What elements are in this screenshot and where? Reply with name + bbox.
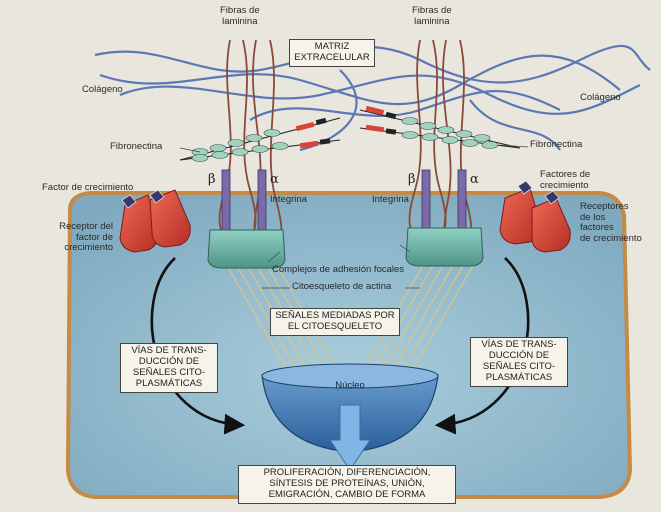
receptor-label-right: Receptores de los factores de crecimient… — [580, 202, 642, 245]
actin-label: Citoesqueleto de actina — [292, 282, 391, 293]
growth-factor-label: Factor de crecimiento — [42, 183, 133, 194]
beta-label-right: β — [408, 172, 416, 187]
growth-factors-label: Factores de crecimiento — [540, 170, 590, 191]
pathways-box-right: VÍAS DE TRANS- DUCCIÓN DE SEÑALES CITO- … — [470, 337, 568, 387]
receptor-label-left: Receptor del factor de crecimiento — [25, 222, 113, 254]
collagen-label-left: Colágeno — [82, 85, 123, 96]
integrin-label-right: Integrina — [372, 195, 409, 206]
cytoskeleton-signals-box: SEÑALES MEDIADAS POR EL CITOESQUELETO — [270, 308, 400, 336]
laminin-label-right: Fibras de laminina — [412, 6, 452, 27]
fibronectin-label-right: Fibronectina — [530, 140, 582, 151]
beta-label-left: β — [208, 172, 216, 187]
focal-adhesion-label: Complejos de adhesión focales — [272, 265, 404, 276]
collagen-label-right: Colágeno — [580, 93, 621, 104]
pathways-box-left: VÍAS DE TRANS- DUCCIÓN DE SEÑALES CITO- … — [120, 343, 218, 393]
laminin-label-left: Fibras de laminina — [220, 6, 260, 27]
nucleus-label: Núcleo — [325, 381, 375, 392]
focal-adhesion-left — [208, 230, 285, 268]
outcomes-box: PROLIFERACIÓN, DIFERENCIACIÓN, SÍNTESIS … — [238, 465, 456, 504]
integrin-label-left: Integrina — [270, 195, 307, 206]
alpha-label-right: α — [470, 172, 479, 187]
fibronectin-label-left: Fibronectina — [110, 142, 162, 153]
focal-adhesion-right — [406, 228, 483, 266]
alpha-label-left: α — [270, 172, 279, 187]
matrix-box: MATRIZ EXTRACELULAR — [289, 39, 375, 67]
